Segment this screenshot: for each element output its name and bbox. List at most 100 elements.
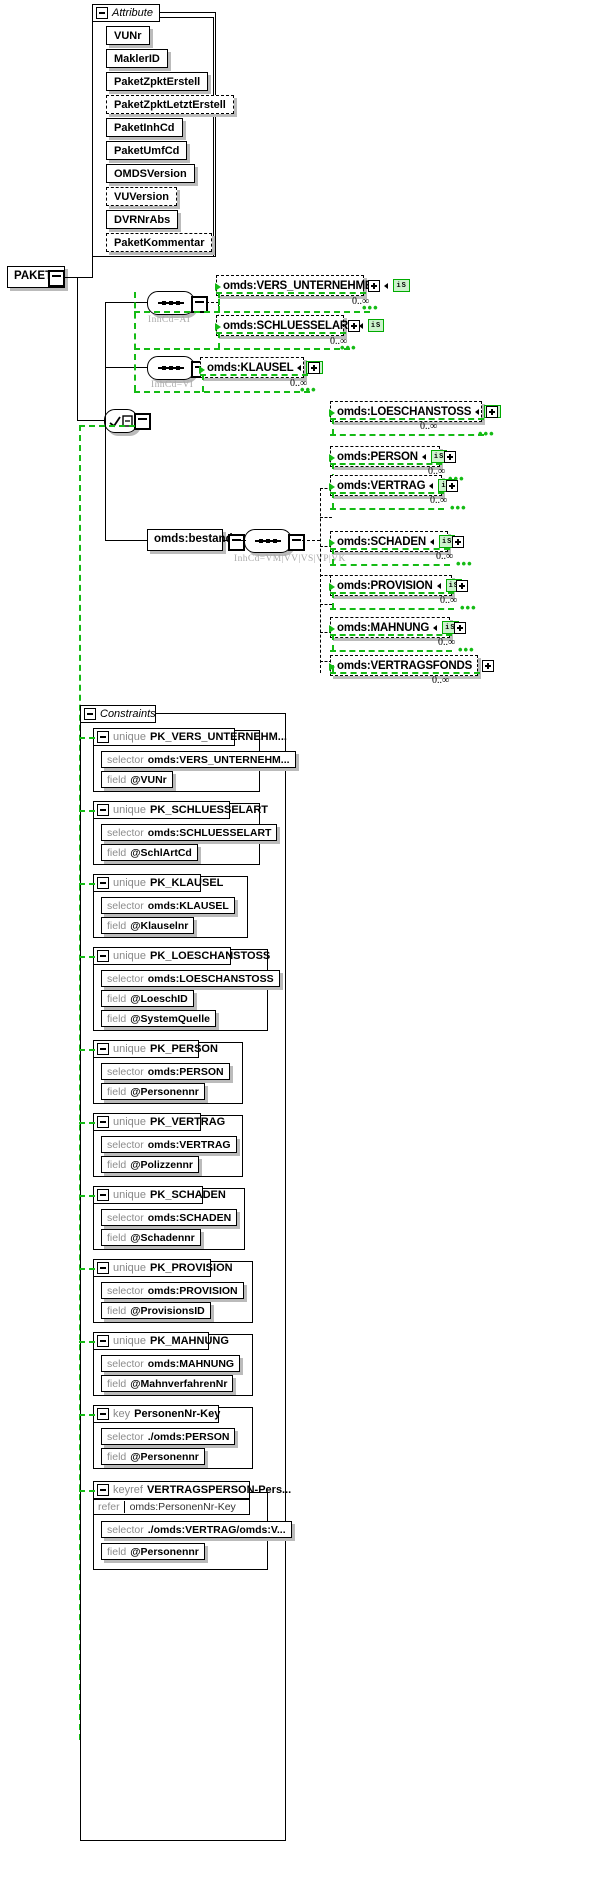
element-klausel[interactable]: omds:KLAUSEL iS bbox=[200, 357, 323, 378]
attribute-item-paketzpktletzterstell[interactable]: PaketZpktLetztErstell bbox=[106, 95, 234, 114]
constraint-kind: keyref bbox=[113, 1484, 143, 1496]
connector-dashed bbox=[302, 540, 320, 541]
element-mahnung[interactable]: omds:MAHNUNG iS bbox=[330, 617, 466, 638]
constraint-field-10-0[interactable]: field @Personennr bbox=[101, 1543, 205, 1560]
sequence-compositor-vi[interactable] bbox=[147, 356, 195, 380]
constraint-collapse-icon[interactable] bbox=[97, 804, 109, 816]
paket-collapse-icon[interactable] bbox=[48, 270, 65, 287]
attribute-label: PaketUmfCd bbox=[114, 144, 180, 157]
attribute-collapse-icon[interactable] bbox=[96, 7, 108, 19]
constraint-tab-4[interactable]: unique PK_PERSON bbox=[93, 1040, 218, 1058]
constraint-field-8-0[interactable]: field @MahnverfahrenNr bbox=[101, 1375, 234, 1392]
constraint-tab-1[interactable]: unique PK_SCHLUESSELART bbox=[93, 801, 268, 819]
element-vers-unternehmen[interactable]: omds:VERS_UNTERNEHMEN iS bbox=[216, 275, 410, 296]
constraint-tab-7[interactable]: unique PK_PROVISION bbox=[93, 1259, 233, 1277]
continuation-dots: ••• bbox=[456, 556, 473, 571]
attribute-item-paketumfcd[interactable]: PaketUmfCd bbox=[106, 141, 188, 160]
selector-label: selector bbox=[107, 1357, 144, 1370]
sequence-glyph bbox=[255, 539, 281, 543]
bestand-collapse-icon[interactable] bbox=[228, 534, 245, 551]
constraint-collapse-icon[interactable] bbox=[97, 1262, 109, 1274]
reference-line bbox=[79, 1122, 95, 1124]
constraint-field-3-1[interactable]: field @SystemQuelle bbox=[101, 1010, 216, 1027]
constraint-selector-2[interactable]: selector omds:KLAUSEL bbox=[101, 897, 235, 914]
constraint-selector-9[interactable]: selector ./omds:PERSON bbox=[101, 1428, 236, 1445]
element-bestand[interactable]: omds:bestand bbox=[147, 529, 233, 551]
attribute-item-vuversion[interactable]: VUVersion bbox=[106, 187, 178, 206]
constraint-selector-10[interactable]: selector ./omds:VERTRAG/omds:V... bbox=[101, 1521, 292, 1538]
attribute-group-tab[interactable]: Attribute bbox=[92, 4, 160, 22]
constraint-selector-8[interactable]: selector omds:MAHNUNG bbox=[101, 1355, 241, 1372]
constraint-collapse-icon[interactable] bbox=[97, 1116, 109, 1128]
element-person[interactable]: omds:PERSON iS bbox=[330, 446, 456, 467]
element-vertrag[interactable]: omds:VERTRAG iS bbox=[330, 475, 458, 496]
constraint-tab-3[interactable]: unique PK_LOESCHANSTOSS bbox=[93, 947, 270, 965]
constraint-collapse-icon[interactable] bbox=[97, 877, 109, 889]
element-expand-icon[interactable] bbox=[482, 660, 494, 672]
field-label: field bbox=[107, 1012, 127, 1025]
constraint-selector-0[interactable]: selector omds:VERS_UNTERNEHM... bbox=[101, 751, 296, 768]
constraint-field-6-0[interactable]: field @Schadennr bbox=[101, 1229, 201, 1246]
constraint-collapse-icon[interactable] bbox=[97, 731, 109, 743]
constraint-collapse-icon[interactable] bbox=[97, 1335, 109, 1347]
constraint-collapse-icon[interactable] bbox=[97, 1189, 109, 1201]
element-expand-icon[interactable] bbox=[486, 406, 498, 418]
constraint-selector-7[interactable]: selector omds:PROVISION bbox=[101, 1282, 244, 1299]
constraint-tab-9[interactable]: key PersonenNr-Key bbox=[93, 1405, 220, 1423]
constraints-tab[interactable]: Constraints bbox=[80, 705, 156, 723]
element-vertragsfonds[interactable]: omds:VERTRAGSFONDS bbox=[330, 655, 494, 676]
constraint-tab-0[interactable]: unique PK_VERS_UNTERNEHM... bbox=[93, 728, 287, 746]
constraint-selector-1[interactable]: selector omds:SCHLUESSELART bbox=[101, 824, 278, 841]
element-schaden[interactable]: omds:SCHADEN iS bbox=[330, 531, 464, 552]
constraint-field-9-0[interactable]: field @Personennr bbox=[101, 1448, 205, 1465]
field-label: field bbox=[107, 773, 127, 786]
constraint-field-2-0[interactable]: field @Klauselnr bbox=[101, 917, 195, 934]
element-expand-icon[interactable] bbox=[444, 451, 456, 463]
constraint-field-3-0[interactable]: field @LoeschID bbox=[101, 990, 194, 1007]
constraint-field-4-0[interactable]: field @Personennr bbox=[101, 1083, 205, 1100]
constraint-selector-4[interactable]: selector omds:PERSON bbox=[101, 1063, 230, 1080]
constraint-selector-5[interactable]: selector omds:VERTRAG bbox=[101, 1136, 237, 1153]
element-expand-icon[interactable] bbox=[308, 362, 320, 374]
reference-arrow-icon bbox=[329, 483, 335, 491]
attribute-item-dvrnrabs[interactable]: DVRNrAbs bbox=[106, 210, 179, 229]
constraints-collapse-icon[interactable] bbox=[84, 708, 96, 720]
attribute-item-paketinhcd[interactable]: PaketInhCd bbox=[106, 118, 183, 137]
constraint-collapse-icon[interactable] bbox=[97, 950, 109, 962]
attribute-item-maklerid[interactable]: MaklerID bbox=[106, 49, 168, 68]
element-expand-icon[interactable] bbox=[454, 622, 466, 634]
constraint-tab-8[interactable]: unique PK_MAHNUNG bbox=[93, 1332, 229, 1350]
element-expand-icon[interactable] bbox=[446, 480, 458, 492]
element-expand-icon[interactable] bbox=[368, 280, 380, 292]
attribute-item-paketkommentar[interactable]: PaketKommentar bbox=[106, 233, 213, 252]
element-expand-icon[interactable] bbox=[348, 320, 360, 332]
constraint-field-7-0[interactable]: field @ProvisionsID bbox=[101, 1302, 211, 1319]
element-expand-icon[interactable] bbox=[456, 580, 468, 592]
constraint-field-0-0[interactable]: field @VUNr bbox=[101, 771, 173, 788]
constraint-tab-6[interactable]: unique PK_SCHADEN bbox=[93, 1186, 226, 1204]
attribute-item-paketzpkterstell[interactable]: PaketZpktErstell bbox=[106, 72, 209, 91]
constraint-field-5-0[interactable]: field @Polizzennr bbox=[101, 1156, 200, 1173]
constraint-selector-3[interactable]: selector omds:LOESCHANSTOSS bbox=[101, 970, 280, 987]
element-expand-icon[interactable] bbox=[452, 536, 464, 548]
sequence-bestand-expander-icon[interactable] bbox=[288, 534, 305, 551]
constraint-collapse-icon[interactable] bbox=[97, 1408, 109, 1420]
choice-compositor[interactable] bbox=[104, 409, 138, 433]
constraint-tab-10[interactable]: keyref VERTRAGSPERSON-Pers... bbox=[93, 1481, 291, 1499]
element-loeschanstoss[interactable]: omds:LOESCHANSTOSS iS bbox=[330, 401, 501, 422]
element-provision[interactable]: omds:PROVISION iS bbox=[330, 575, 468, 596]
choice-expander-icon[interactable] bbox=[134, 413, 151, 430]
constraint-collapse-icon[interactable] bbox=[97, 1484, 109, 1496]
connector bbox=[105, 302, 147, 303]
attribute-item-omdsversion[interactable]: OMDSVersion bbox=[106, 164, 195, 183]
constraint-tab-5[interactable]: unique PK_VERTRAG bbox=[93, 1113, 225, 1131]
constraint-collapse-icon[interactable] bbox=[97, 1043, 109, 1055]
constraint-refer-10[interactable]: refer omds:PersonenNr-Key bbox=[93, 1499, 250, 1515]
constraint-field-1-0[interactable]: field @SchlArtCd bbox=[101, 844, 198, 861]
constraint-tab-2[interactable]: unique PK_KLAUSEL bbox=[93, 874, 223, 892]
attribute-item-vunr[interactable]: VUNr bbox=[106, 26, 150, 45]
selector-label: selector bbox=[107, 1284, 144, 1297]
element-schluesselart[interactable]: omds:SCHLUESSELART iS bbox=[216, 315, 385, 336]
sequence-compositor-bestand[interactable] bbox=[244, 529, 292, 553]
constraint-selector-6[interactable]: selector omds:SCHADEN bbox=[101, 1209, 238, 1226]
